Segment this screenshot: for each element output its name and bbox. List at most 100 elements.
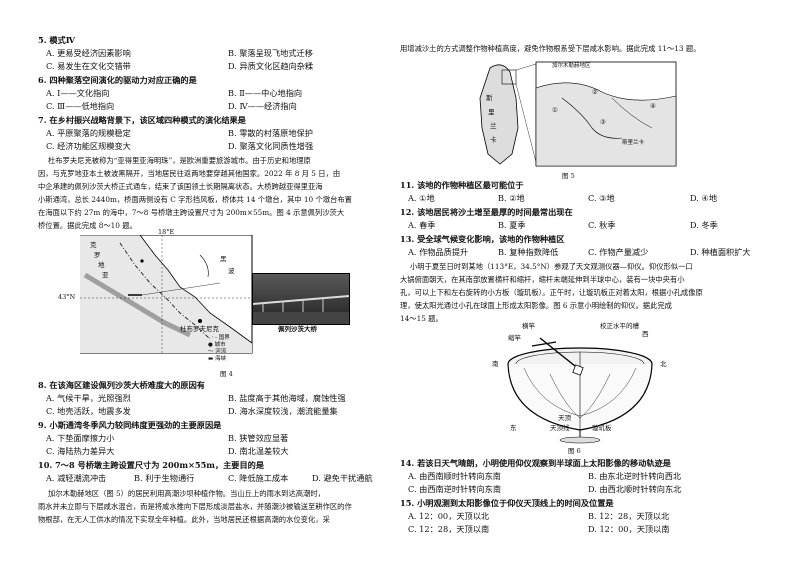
legend-item-river: ～ 河流	[208, 349, 227, 356]
river-line	[199, 254, 209, 278]
label-plate: 璇玑板	[592, 424, 612, 432]
q7-option-c: C. 经济功能区规模变大	[46, 141, 131, 151]
q9-option-d: D. 南北温差较大	[228, 446, 289, 456]
q8-stem: 8. 在该海区建设佩列沙茨大桥难度大的原因有	[38, 380, 205, 390]
q15-option-b: B. 12：28，天顶以北	[588, 511, 670, 521]
xuanji-plate	[572, 364, 584, 376]
region-label-1: 斯	[486, 94, 493, 102]
q8-option-d: D. 海水深度较浅，潮流能量集	[228, 406, 338, 416]
q7-option-b: B. 零散的村落原地保护	[228, 128, 313, 138]
q13-option-a: A. 作物品质提升	[408, 247, 469, 257]
label-zenith: 天顶	[558, 414, 571, 422]
q12-stem: 12. 该地居民将沙土增至最厚的时间最常出现在	[400, 207, 573, 217]
q5-stem: 5. 模式Ⅳ	[38, 35, 76, 45]
q14-stem: 14. 若该日天气晴朗，小明使用仰仪观察到半球面上太阳影像的移动轨迹是	[400, 458, 671, 468]
label-west: 西	[642, 330, 649, 338]
q9-option-c: C. 海陆热力差异大	[46, 446, 115, 456]
figure-5-map: 加尔木勒赫地区 斯 里 兰 卡 斯里兰卡 ① ② ③ ④	[472, 58, 682, 170]
passage2-line-3: 物根部，在无人工供水的情况下实现全年种植。此外，当地居民还根据高潮的水位变化，采	[38, 515, 330, 524]
q15-option-a: A. 12：00，天顶以北	[408, 511, 490, 521]
passage1-line-4: 小斯通湾，总长 2440m，桥面两侧设有 C 字形挡风板，桥体共 14 个墩台，…	[38, 195, 352, 204]
q14-option-d: D. 由西北顺时针转向东北	[588, 484, 682, 494]
label-heng: 横竿	[522, 322, 535, 330]
site-1: ①	[552, 106, 558, 114]
q9-option-b: B. 狭管效应显著	[228, 433, 289, 443]
bridge-deck	[252, 295, 350, 305]
q6-option-d: D. Ⅳ——经济指向	[228, 101, 297, 111]
q7-option-d: D. 聚落文化同质性增强	[228, 141, 314, 151]
label-east: 东	[510, 424, 517, 432]
q13-stem: 13. 受全球气候变化影响，该地的作物种植区	[400, 234, 565, 244]
bridge-photo-svg	[252, 295, 350, 324]
q6-option-c: C. Ⅲ——低地指向	[46, 101, 115, 111]
label-groove: 校正水平的槽	[600, 322, 639, 330]
q12-option-b: B. 夏季	[498, 220, 526, 230]
figure-6-caption: 图 6	[568, 447, 581, 455]
q9-stem: 9. 小斯通湾冬季风力较同纬度更强劲的主要原因是	[38, 420, 222, 430]
lon-label: 18°E	[158, 228, 175, 236]
q14-option-a: A. 由西南顺时针转向东南	[408, 471, 501, 481]
passage1-line-3: 中企承建的佩列沙茨大桥正式通车，结束了该国领土长期隔离状态。大桥跨越亚得里亚海	[38, 182, 323, 191]
peninsula	[83, 272, 192, 338]
place-label-4: 亚	[102, 271, 109, 279]
inset-region-label: 斯里兰卡	[622, 140, 645, 146]
passage2-line-1: 加尔木勒赫地区（图 5）的居民利用高潮沙坝种植作物。当山丘上的雨水到达高潮时，	[48, 489, 325, 498]
inset-title: 加尔木勒赫地区	[552, 63, 591, 69]
bridge-caption: 佩列沙茨大桥	[278, 325, 317, 333]
passage2-line-2: 雨水并未立即与下层咸水混合，而是将咸水推向下层形成淡层盐水，并随潮沙被输送至耕作…	[38, 502, 352, 511]
map-5-svg	[479, 61, 677, 167]
q14-option-c: C. 由西南逆时针转向东南	[408, 484, 502, 494]
border-line	[119, 242, 211, 340]
site-2: ②	[592, 88, 598, 96]
site-4: ④	[650, 102, 656, 110]
label-south: 南	[492, 360, 499, 368]
grid-arc	[549, 373, 581, 419]
q5-option-a: A. 更易受经济因素影响	[46, 48, 131, 58]
grid-arc	[579, 367, 637, 417]
q10-option-d: D. 避免干扰通航	[312, 473, 373, 483]
passage3-line-5: 14～15 题。	[400, 314, 443, 323]
passage2-continuation: 用增减沙土的方式调整作物种植高度，避免作物根系受下层咸水影响。据此完成 11～1…	[400, 44, 701, 53]
fig-6-svg	[507, 337, 653, 444]
coastline	[80, 234, 253, 344]
map-legend: - · - 国界 ● 城市 ～ 河流 ▬ 海峡	[208, 335, 230, 364]
place-label-6: 波	[228, 267, 235, 275]
passage1-line-5: 在海面以下约 27m 的海中，7～8 号桥墩主跨设置尺寸为 200m×55m。图…	[38, 208, 345, 217]
q5-option-b: B. 聚落呈现飞地式迁移	[228, 48, 313, 58]
label-zenith-line: 天顶线	[550, 424, 570, 432]
region-label-4: 卡	[490, 136, 497, 144]
river	[611, 97, 653, 129]
q6-stem: 6. 四种聚落空间演化的驱动力对应正确的是	[38, 75, 197, 85]
passage3-line-3: 孔，可以上下和左右旋转的小方板（璇玑板）。正午时，让璇玑板正对着太阳，根据小孔成…	[400, 288, 703, 297]
legend-item-border: - · - 国界	[208, 335, 230, 341]
q6-option-a: A. Ⅰ——文化指向	[46, 88, 110, 98]
region-label-3: 兰	[490, 122, 497, 130]
label-suo: 缩竿	[508, 334, 521, 342]
locator-line	[515, 63, 537, 71]
q13-option-c: C. 作物产量减少	[588, 247, 649, 257]
place-label-1: 克	[90, 241, 97, 249]
passage3-line-2: 大锅俯面朝天，在其南部放置横杆和缩杆，缩杆末端延伸到半球中心，装有一块中央有小	[400, 275, 685, 284]
q12-option-d: D. 冬季	[690, 220, 718, 230]
q15-option-d: D. 12：00，天顶以南	[588, 524, 670, 534]
q8-option-a: A. 气候干旱，光照强烈	[46, 393, 131, 403]
passage3-line-4: 理，使太阳光通过小孔在球面上形成太阳影像。图 6 示意小明绘制的仰仪。据此完成	[400, 301, 672, 310]
q5-option-d: D. 异质文化区趋向杂糅	[228, 61, 314, 71]
q13-option-b: B. 复种指数降低	[498, 247, 559, 257]
lagoon-shore	[561, 97, 623, 139]
q8-option-b: B. 盐度高于其他海域，腐蚀性强	[228, 393, 346, 403]
sea	[253, 312, 349, 324]
site-3: ③	[600, 118, 606, 126]
sri-lanka-shape	[479, 64, 519, 165]
city-dubrovnik-dot	[198, 319, 202, 323]
region-label-2: 里	[488, 108, 495, 116]
passage1-line-2: 因，与克罗地亚本土被波黑隔开，当地居民往返两地要穿越其他国家。2022 年 8 …	[38, 169, 341, 178]
legend-item-city: ● 城市	[208, 342, 226, 349]
grid-arc	[579, 373, 611, 419]
q15-stem: 15. 小明观测到太阳影像位于仰仪天顶线上的时间及位置是	[400, 498, 614, 508]
q12-option-c: C. 秋季	[588, 220, 616, 230]
lat-label: 43°N	[58, 293, 76, 301]
passage1-line-6: 桥位置。据此完成 8～10 题。	[38, 221, 137, 230]
q10-stem: 10. 7～8 号桥墩主跨设置尺寸为 200m×55m，主要目的是	[38, 460, 265, 470]
q11-stem: 11. 该地的作物种植区最可能位于	[400, 180, 524, 190]
